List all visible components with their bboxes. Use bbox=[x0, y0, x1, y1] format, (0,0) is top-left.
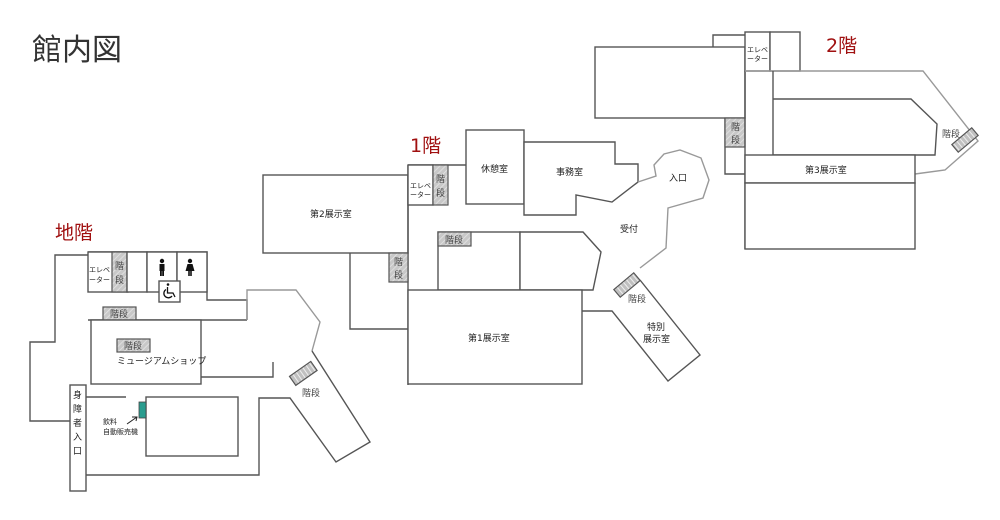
restroom-accessible[interactable] bbox=[158, 280, 181, 303]
stairs-label: 段 bbox=[436, 187, 445, 199]
entrance-char: 者 bbox=[73, 418, 82, 429]
elevator-label: ーター bbox=[747, 54, 768, 63]
elevator-label: ーター bbox=[89, 275, 110, 284]
stairs-label: 階段 bbox=[302, 387, 320, 399]
stairs-label: 階 bbox=[394, 257, 403, 268]
office-label: 事務室 bbox=[556, 166, 583, 178]
elevator-label: エレベ bbox=[410, 182, 431, 190]
stairs-label: 階 bbox=[115, 261, 124, 272]
elevator-label: エレベ bbox=[89, 266, 110, 274]
stairs-label: 階段 bbox=[942, 128, 960, 140]
wheelchair-icon bbox=[163, 283, 176, 299]
basement-floor: 地階 エレベ ーター 階 段 bbox=[29, 222, 371, 492]
lounge-label: 休憩室 bbox=[481, 163, 508, 175]
stairs-first-1[interactable] bbox=[432, 164, 449, 206]
female-restroom-icon bbox=[185, 258, 195, 276]
entrance-char: 入 bbox=[73, 432, 82, 443]
museum-shop-label: ミュージアムショップ bbox=[117, 356, 206, 367]
stairs-label: 段 bbox=[115, 274, 124, 286]
special-gallery-label: 特別 bbox=[647, 321, 665, 333]
elevator-label: エレベ bbox=[747, 46, 768, 54]
male-restroom-icon bbox=[159, 258, 165, 276]
stairs-label: 階 bbox=[731, 122, 740, 133]
page-title: 館内図 bbox=[32, 33, 122, 68]
gallery-3-label: 第3展示室 bbox=[805, 164, 847, 176]
office[interactable] bbox=[523, 141, 639, 216]
stairs-label: 段 bbox=[731, 134, 740, 146]
gallery-3[interactable] bbox=[744, 154, 916, 184]
floor-label-first: 1階 bbox=[410, 135, 441, 157]
restroom-female[interactable] bbox=[176, 251, 208, 293]
special-gallery-label: 展示室 bbox=[643, 333, 670, 345]
gallery-2-label: 第2展示室 bbox=[310, 208, 352, 220]
stairs-label: 段 bbox=[394, 269, 403, 281]
stairs-first-2[interactable] bbox=[388, 252, 409, 283]
stairs-basement-3[interactable] bbox=[116, 338, 151, 353]
arrow-icon bbox=[126, 416, 138, 425]
stairs-label: 階 bbox=[436, 174, 445, 185]
entrance-char: 身 bbox=[73, 389, 82, 401]
stairs-label: 階段 bbox=[110, 308, 128, 320]
entrance-char: 障 bbox=[73, 403, 82, 415]
floor-label-second: 2階 bbox=[826, 35, 857, 57]
stairs-second-diag[interactable] bbox=[950, 126, 980, 154]
stairs-label: 階段 bbox=[628, 293, 646, 305]
gallery-1-label: 第1展示室 bbox=[468, 332, 510, 344]
accessible-entrance[interactable] bbox=[69, 384, 87, 492]
stairs-first-3[interactable] bbox=[437, 231, 472, 247]
vending-machine[interactable] bbox=[138, 401, 147, 419]
elevator-label: ーター bbox=[410, 190, 431, 199]
floor-label-basement: 地階 bbox=[55, 222, 93, 244]
stairs-special[interactable] bbox=[612, 271, 642, 299]
vending-label: 自動販売機 bbox=[103, 427, 138, 436]
vending-label: 飲料 bbox=[103, 417, 117, 426]
elevator-second[interactable] bbox=[744, 31, 771, 72]
stairs-label: 階段 bbox=[124, 340, 142, 352]
stairs-basement-1[interactable] bbox=[111, 251, 128, 293]
gallery-1[interactable] bbox=[407, 289, 583, 385]
reception-label: 受付 bbox=[620, 223, 638, 235]
stairs-label: 階段 bbox=[445, 234, 463, 246]
first-floor: 1階 第2展示室 エレベ ーター 階 段 階 段 休憩室 事務室 入口 受付 階… bbox=[262, 129, 710, 385]
stairs-basement-diag[interactable] bbox=[288, 360, 318, 387]
entrance-char: 口 bbox=[73, 447, 82, 457]
second-floor: 2階 エレベ ーター 階 段 階段 第3展示室 bbox=[594, 31, 980, 250]
entrance-label: 入口 bbox=[669, 173, 687, 184]
